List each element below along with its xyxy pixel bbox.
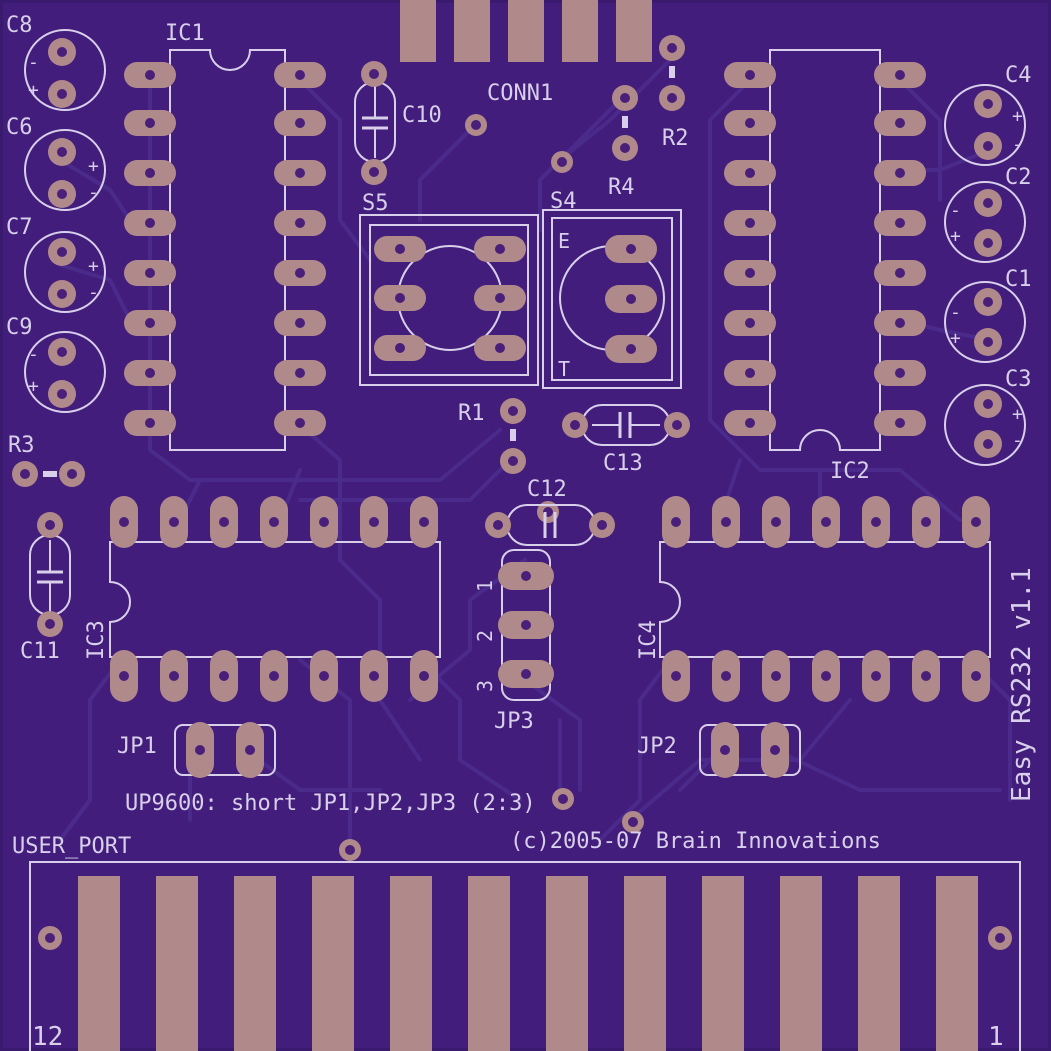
- ic4-pads-bottom: [662, 650, 990, 702]
- ic2-label: IC2: [830, 459, 870, 484]
- svg-text:-: -: [88, 182, 99, 203]
- ic3-pads-bottom: [110, 650, 438, 702]
- c7-label: C7: [6, 215, 33, 240]
- svg-text:-: -: [1012, 134, 1023, 155]
- svg-text:-: -: [28, 52, 39, 73]
- s4-label: S4: [550, 189, 577, 214]
- conn1-pad-5: [616, 0, 652, 62]
- board-title: Easy RS232 v1.1: [1007, 567, 1037, 802]
- cap-c7: C7 + -: [6, 215, 106, 313]
- user-port-contacts: [78, 876, 978, 1051]
- port-pin-12-label: 12: [32, 1022, 63, 1051]
- cap-c2: C2 - +: [944, 165, 1032, 263]
- ic2-pads-right: [874, 62, 926, 436]
- ic1-chip: IC1: [124, 21, 326, 451]
- conn1-pad-3: [508, 0, 544, 62]
- cap-c13: C13: [562, 404, 690, 476]
- svg-text:-: -: [88, 282, 99, 303]
- svg-text:-: -: [950, 302, 961, 323]
- cap-c12: C12: [485, 477, 615, 546]
- svg-text:+: +: [28, 80, 39, 101]
- switch-s4: S4 E T: [542, 189, 682, 389]
- svg-text:+: +: [1012, 404, 1023, 425]
- c11-label: C11: [20, 639, 60, 664]
- conn1-pad-4: [562, 0, 598, 62]
- user-port-connector: USER_PORT 12 1: [12, 834, 1021, 1051]
- ic1-pads-right: [274, 62, 326, 436]
- cap-c1: C1 - +: [944, 267, 1032, 363]
- user-port-label: USER_PORT: [12, 834, 131, 859]
- svg-text:E: E: [558, 229, 570, 253]
- jp1-label: JP1: [117, 734, 157, 759]
- ic3-chip: IC3: [84, 496, 441, 702]
- jp3-label: JP3: [494, 709, 534, 734]
- svg-text:+: +: [88, 256, 99, 277]
- svg-text:3: 3: [473, 680, 497, 692]
- r1-label: R1: [458, 401, 485, 426]
- port-pin-1-label: 1: [988, 1022, 1004, 1051]
- ic3-label: IC3: [84, 620, 109, 660]
- svg-text:2: 2: [473, 630, 497, 642]
- c10-label: C10: [402, 103, 442, 128]
- switch-s5: S5: [359, 191, 539, 386]
- resistor-r1: R1: [458, 398, 526, 474]
- svg-text:+: +: [88, 156, 99, 177]
- r4-label: R4: [608, 175, 635, 200]
- svg-text:T: T: [558, 357, 570, 381]
- resistor-r2: R2: [659, 35, 689, 151]
- ic3-pads-top: [110, 496, 438, 548]
- ic4-pads-top: [662, 496, 990, 548]
- svg-text:+: +: [950, 328, 961, 349]
- c1-label: C1: [1005, 267, 1032, 292]
- conn1-pad-2: [454, 0, 490, 62]
- c8-label: C8: [6, 13, 33, 38]
- ic4-label: IC4: [636, 620, 661, 660]
- c2-label: C2: [1005, 165, 1032, 190]
- jumper-jp2: JP2: [637, 722, 801, 778]
- ic4-chip: IC4: [636, 496, 991, 702]
- cap-c11: C11: [20, 512, 71, 664]
- svg-text:-: -: [1012, 430, 1023, 451]
- jumper-note: UP9600: short JP1,JP2,JP3 (2:3): [125, 791, 536, 816]
- copyright-text: (c)2005-07 Brain Innovations: [510, 829, 881, 854]
- ic1-pads-left: [124, 62, 176, 436]
- c6-label: C6: [6, 115, 33, 140]
- ic2-chip: IC2: [724, 49, 926, 484]
- s5-label: S5: [362, 191, 389, 216]
- svg-text:+: +: [1012, 106, 1023, 127]
- svg-text:-: -: [950, 200, 961, 221]
- ic2-pads-left: [724, 62, 776, 436]
- jp2-label: JP2: [637, 734, 677, 759]
- svg-text:1: 1: [473, 580, 497, 592]
- c9-label: C9: [6, 315, 33, 340]
- c4-label: C4: [1005, 63, 1032, 88]
- cap-c9: C9 - +: [6, 315, 106, 413]
- r2-label: R2: [662, 126, 689, 151]
- resistor-r4: R4: [608, 85, 638, 200]
- vias: [339, 114, 644, 861]
- c12-label: C12: [527, 477, 567, 502]
- resistor-r3: R3: [8, 433, 85, 487]
- r3-label: R3: [8, 433, 35, 458]
- cap-c4: C4 + -: [944, 63, 1032, 166]
- copper-traces: [58, 58, 1012, 862]
- jumper-jp1: JP1: [117, 722, 276, 778]
- conn1-pad-1: [400, 0, 436, 62]
- cap-c6: C6 + -: [6, 115, 106, 211]
- ic1-label: IC1: [165, 21, 205, 46]
- conn1-label: CONN1: [487, 81, 553, 106]
- c3-label: C3: [1005, 367, 1032, 392]
- cap-c10: C10: [354, 61, 442, 185]
- c13-label: C13: [603, 451, 643, 476]
- conn1-connector: CONN1: [400, 0, 652, 106]
- svg-text:+: +: [28, 376, 39, 397]
- cap-c8: C8 - +: [6, 13, 106, 111]
- cap-c3: C3 + -: [944, 367, 1032, 466]
- svg-text:-: -: [28, 344, 39, 365]
- jumper-jp3: 1 2 3 JP3: [473, 549, 554, 734]
- svg-text:+: +: [950, 226, 961, 247]
